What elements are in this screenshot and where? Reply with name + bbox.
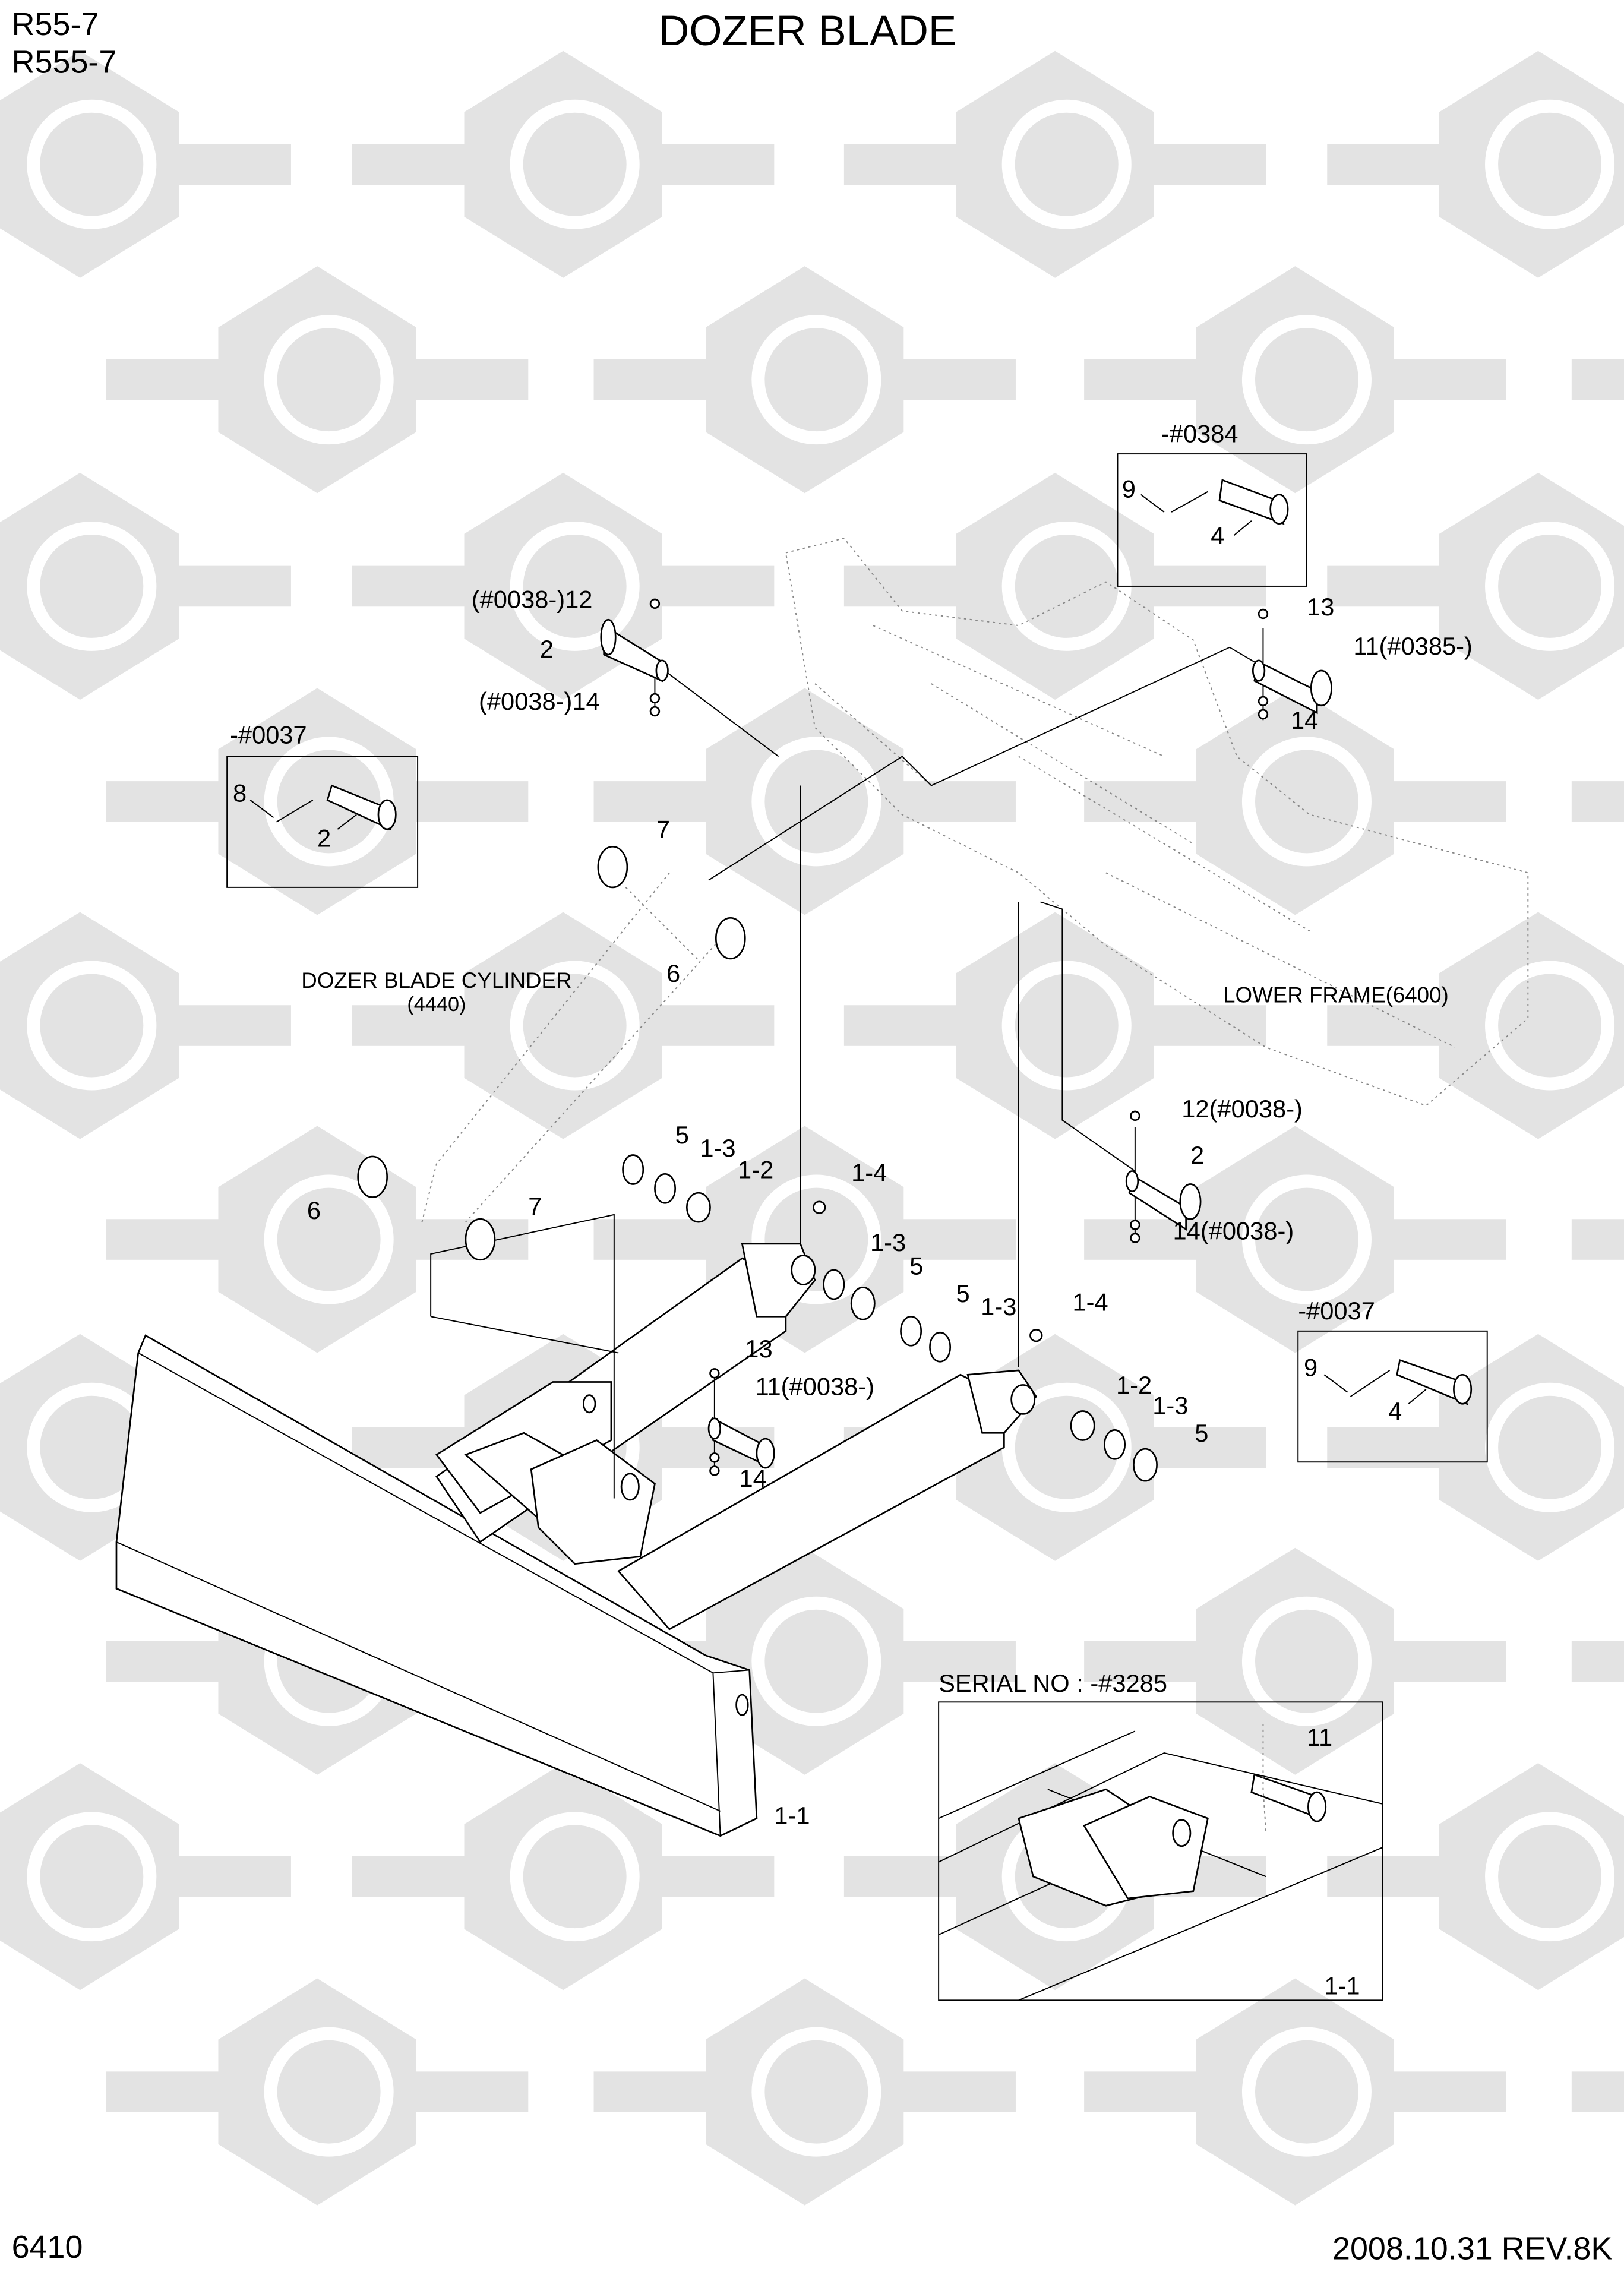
inset-top-right: -#0384 9 4 [1117,419,1307,587]
watermark-tile [1327,912,1624,1139]
callout: 1-4 [851,1159,887,1187]
watermark-layer [0,50,1624,2206]
watermark-tile [106,1978,529,2206]
watermark-tile [1571,2071,1624,2112]
inset-serial: -#0037 [1298,1297,1375,1325]
lower-frame-reference: LOWER FRAME(6400) [1223,982,1449,1007]
callout: 6 [666,959,680,987]
callout-1-1: 1-1 [1324,1972,1360,2000]
watermark-tile [1327,1334,1624,1561]
callout: 2 [540,635,554,663]
watermark-tile [1327,50,1624,278]
watermark-tile [1084,688,1506,915]
watermark-tile [1571,1641,1624,1682]
cylinder-reference-code: (4440) [407,993,466,1016]
callout: 11(#0038-) [755,1373,874,1401]
watermark-tile [843,912,1266,1139]
callout: 1-4 [1073,1288,1108,1316]
callout-4: 4 [1211,522,1224,549]
callout-8: 8 [233,779,247,807]
callout: 13 [745,1335,772,1363]
inset-right: -#0037 9 4 [1297,1297,1488,1463]
callout-4: 4 [1388,1397,1402,1425]
watermark-tile [843,472,1266,700]
callout: 5 [956,1279,970,1307]
callout: 11(#0385-) [1353,632,1473,660]
inset-left: -#0037 8 2 [226,721,419,888]
watermark-tile [352,1763,775,1991]
watermark-tile [0,1763,291,1991]
callout-9: 9 [1122,475,1136,503]
cylinder-reference: DOZER BLADE CYLINDER [301,968,571,993]
watermark-tile [1327,472,1624,700]
watermark-tile [843,50,1266,278]
inset-serial: -#0037 [230,721,307,748]
date-revision: 2008.10.31 REV.8K [1332,2231,1612,2266]
watermark-tile [1084,266,1506,494]
inset-serial: -#0384 [1161,419,1238,447]
watermark-tile [0,912,291,1139]
watermark-tile [1327,1763,1624,1991]
watermark-tile [1084,1547,1506,1775]
callout: 1-2 [738,1156,773,1184]
page-title: DOZER BLADE [659,8,956,55]
callout: 5 [675,1121,689,1149]
callout: 2 [1190,1141,1204,1169]
serial-box-title: SERIAL NO : -#3285 [939,1669,1167,1697]
callout: 7 [656,816,670,843]
watermark-tile [106,688,529,915]
watermark-tile [0,50,291,278]
watermark-tile [1571,1219,1624,1260]
watermark-tile [593,1978,1016,2206]
watermark-tile [593,266,1016,494]
dozer-arms [435,1243,1037,1631]
watermark-tile [593,688,1016,915]
callout: 1-3 [981,1293,1016,1320]
parts [357,598,1332,1482]
watermark-tile [0,472,291,700]
callout: 6 [307,1196,321,1224]
callouts: (#0038-)12 2 (#0038-)14 13 11(#0385-) 14… [307,586,1473,1830]
callout: (#0038-)14 [479,687,600,715]
callout: 13 [1307,593,1334,621]
callout: 1-3 [870,1228,906,1256]
model-r55-7: R55-7 [12,7,99,42]
callout: 14(#0038-) [1173,1217,1294,1245]
callout: (#0038-)12 [472,586,593,614]
watermark-tile [352,472,775,700]
watermark-tile [352,912,775,1139]
watermark-tile [1084,1978,1506,2206]
page-code: 6410 [12,2229,83,2265]
callout: 5 [909,1252,923,1279]
callout: 5 [1195,1419,1208,1447]
callout: 1-2 [1116,1371,1152,1399]
watermark-tile [1084,1126,1506,1353]
ghost-lower-frame [421,538,1529,1222]
callout-11: 11 [1307,1723,1332,1751]
callout: 1-1 [774,1802,810,1830]
callout: 12(#0038-) [1181,1095,1303,1123]
callout-9: 9 [1304,1354,1317,1382]
watermark-tile [1571,359,1624,400]
model-r555-7: R555-7 [12,44,117,80]
callout: 1-3 [1152,1391,1188,1419]
watermark-tile [352,50,775,278]
dozer-blade [115,1334,758,1837]
inset-serial-box: SERIAL NO : -#3285 11 1-1 [938,1669,1383,2001]
callout: 14 [740,1464,767,1492]
watermark-tile [106,266,529,494]
callout: 1-3 [700,1134,735,1162]
callout: 7 [528,1192,542,1220]
watermark-tile [1571,781,1624,822]
callout: 14 [1291,706,1318,734]
callout-2: 2 [317,824,331,852]
